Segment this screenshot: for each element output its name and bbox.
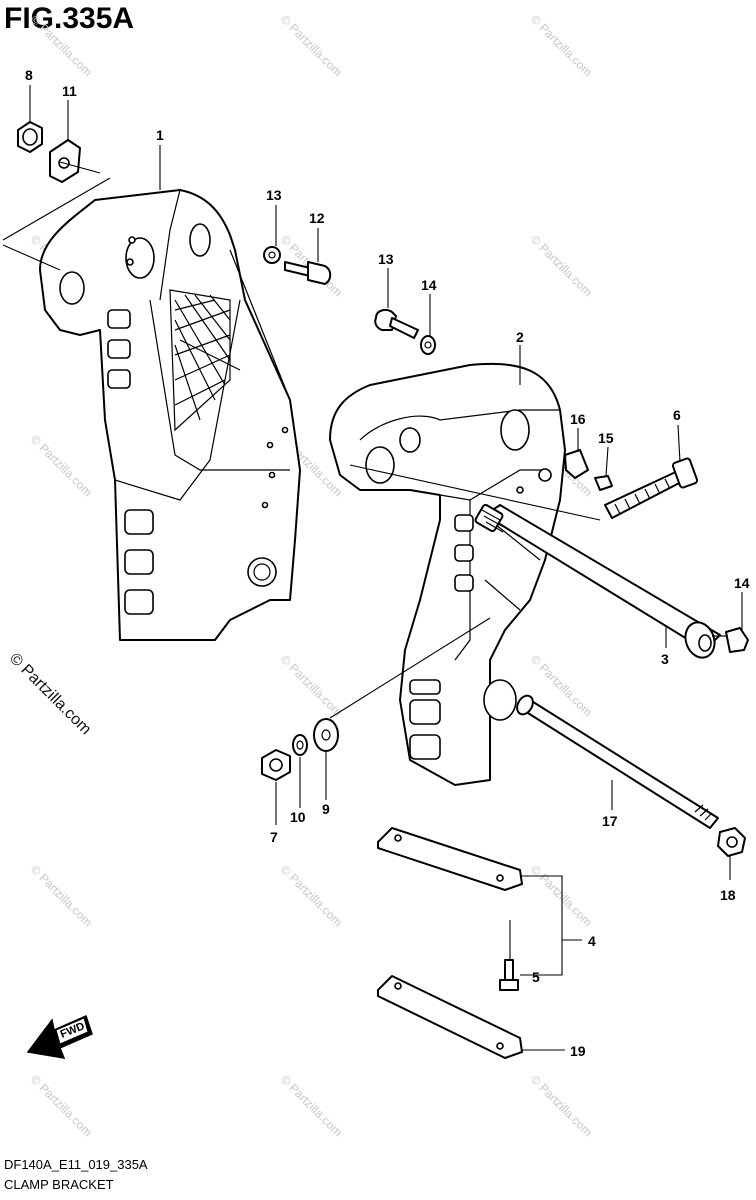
screw-5 (499, 959, 519, 991)
plate-4 (377, 827, 523, 891)
bracket-hole (365, 446, 395, 484)
bracket-hole (500, 409, 530, 451)
callout-19: 19 (570, 1043, 586, 1059)
plate-19 (377, 975, 523, 1059)
bolt-12-upper (284, 261, 332, 285)
tilt-tube (474, 503, 721, 659)
right-clamp-bracket (329, 362, 566, 786)
left-clamp-bracket (39, 189, 301, 641)
bolt-12-right (374, 309, 419, 339)
drawing-code: DF140A_E11_019_335A (4, 1157, 148, 1172)
watermark-text: © Partzilla.com (28, 12, 95, 79)
callout-10: 10 (290, 809, 306, 825)
callout-15: 15 (598, 430, 614, 446)
watermark-text: © Partzilla.com (528, 232, 595, 299)
bracket-hole (125, 237, 155, 279)
callout-18: 18 (720, 887, 736, 903)
lower-rod-nut (717, 827, 746, 857)
watermark-text: © Partzilla.com (28, 1072, 95, 1139)
washer-13-upper (263, 246, 281, 264)
callout-2: 2 (516, 329, 524, 345)
callout-14: 14 (734, 575, 750, 591)
watermark-text: © Partzilla.com (528, 862, 595, 929)
watermark-text: © Partzilla.com (28, 432, 95, 499)
washer-10 (292, 734, 308, 756)
bracket-hole (399, 427, 421, 453)
callout-3: 3 (661, 651, 669, 667)
callout-13: 14 (421, 277, 437, 293)
callout-7: 7 (270, 829, 278, 845)
leader-lines (2, 85, 743, 1051)
callout-12: 12 (309, 210, 325, 226)
callout-8: 8 (25, 67, 33, 83)
callout-12: 13 (378, 251, 394, 267)
callout-4: 4 (588, 933, 596, 949)
watermark-text: © Partzilla.com (28, 862, 95, 929)
bracket-boss (247, 557, 277, 587)
callout-11: 11 (62, 83, 77, 99)
watermark-text: © Partzilla.com (278, 862, 345, 929)
callout-6: 6 (673, 407, 681, 423)
bracket-hole (189, 223, 211, 257)
callout-17: 17 (602, 813, 618, 829)
washer-13-right (420, 335, 436, 355)
callout-9: 9 (322, 801, 330, 817)
watermark-text: © Partzilla.com (278, 12, 345, 79)
figure-title: FIG.335A (4, 2, 135, 35)
tilt-bolt (604, 457, 699, 519)
nut-8 (17, 121, 43, 153)
nut-7 (261, 749, 291, 781)
bracket-hole (59, 271, 85, 305)
diagram-caption: CLAMP BRACKET (4, 1177, 114, 1192)
callout-1: 1 (156, 127, 164, 143)
fwd-arrow-icon: FWD (26, 1014, 93, 1059)
callout-5: 5 (532, 969, 540, 985)
plate-11 (49, 139, 81, 183)
watermark-text: © Partzilla.com (278, 652, 345, 719)
callout-labels: 8 11 1 13 12 13 14 2 16 15 6 14 3 17 18 … (25, 67, 750, 1059)
callout-16: 16 (570, 411, 586, 427)
watermark-text: © Partzilla.com (528, 12, 595, 79)
callout-13: 13 (266, 187, 282, 203)
lower-rod (516, 694, 719, 829)
washer-9 (313, 718, 339, 752)
watermark-text: © Partzilla.com (278, 1072, 345, 1139)
bracket-hole (483, 679, 517, 721)
screw-14 (712, 627, 749, 653)
screw-15 (594, 475, 613, 491)
watermark-text: © Partzilla.com (528, 1072, 595, 1139)
